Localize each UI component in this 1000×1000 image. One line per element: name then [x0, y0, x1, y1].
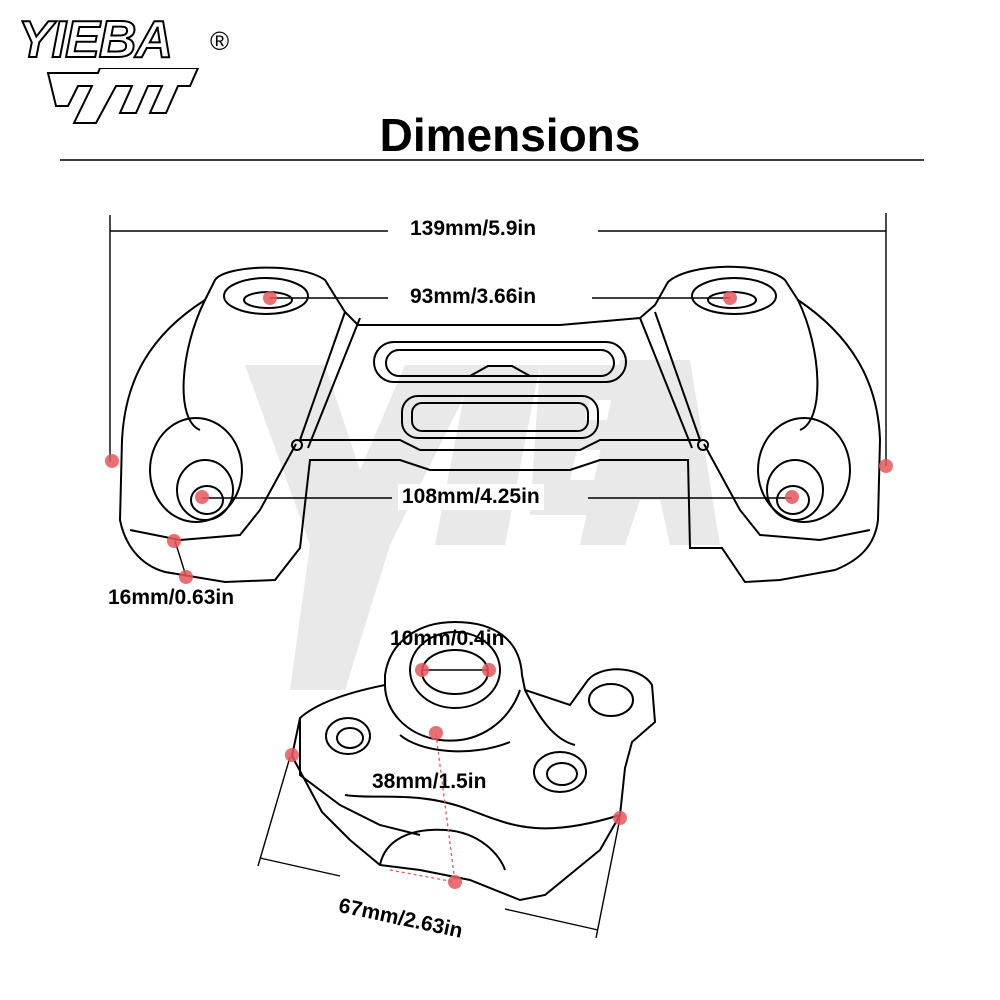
registered-mark: ® [210, 26, 230, 56]
bar-diameter-label: 38mm/1.5in [372, 770, 487, 793]
marker-dot [785, 490, 799, 504]
marker-dot [195, 490, 209, 504]
watermark [245, 360, 720, 690]
outer-hole-spacing-label: 93mm/3.66in [406, 284, 541, 310]
dimension-lines-bottom [257, 669, 621, 939]
brand-logo: YIEBA ® [17, 10, 238, 130]
marker-dot [179, 570, 193, 584]
hole-diameter-label: 10mm/0.4in [390, 627, 505, 650]
marker-dot [448, 875, 462, 889]
brand-name: YIEBA [17, 10, 174, 70]
marker-dot [285, 748, 299, 762]
dotted-guides [389, 733, 456, 883]
overall-width-label: 139mm/5.9in [406, 216, 541, 242]
marker-dot [482, 663, 496, 677]
marker-dot [263, 291, 277, 305]
marker-dot [105, 454, 119, 468]
inner-hole-spacing-label: 108mm/4.25in [398, 484, 544, 510]
marker-dot [415, 663, 429, 677]
marker-dot [167, 534, 181, 548]
thickness-label: 16mm/0.63in [104, 585, 239, 611]
measure-markers [105, 291, 893, 889]
dimension-lines-top [109, 213, 887, 577]
clamp-part [290, 620, 657, 902]
page-title: Dimensions [379, 109, 641, 161]
top-bridge [118, 265, 882, 584]
marker-dot [723, 291, 737, 305]
logo-emblem [46, 68, 200, 124]
marker-dot [613, 811, 627, 825]
marker-dot [879, 459, 893, 473]
marker-dot [429, 726, 443, 740]
